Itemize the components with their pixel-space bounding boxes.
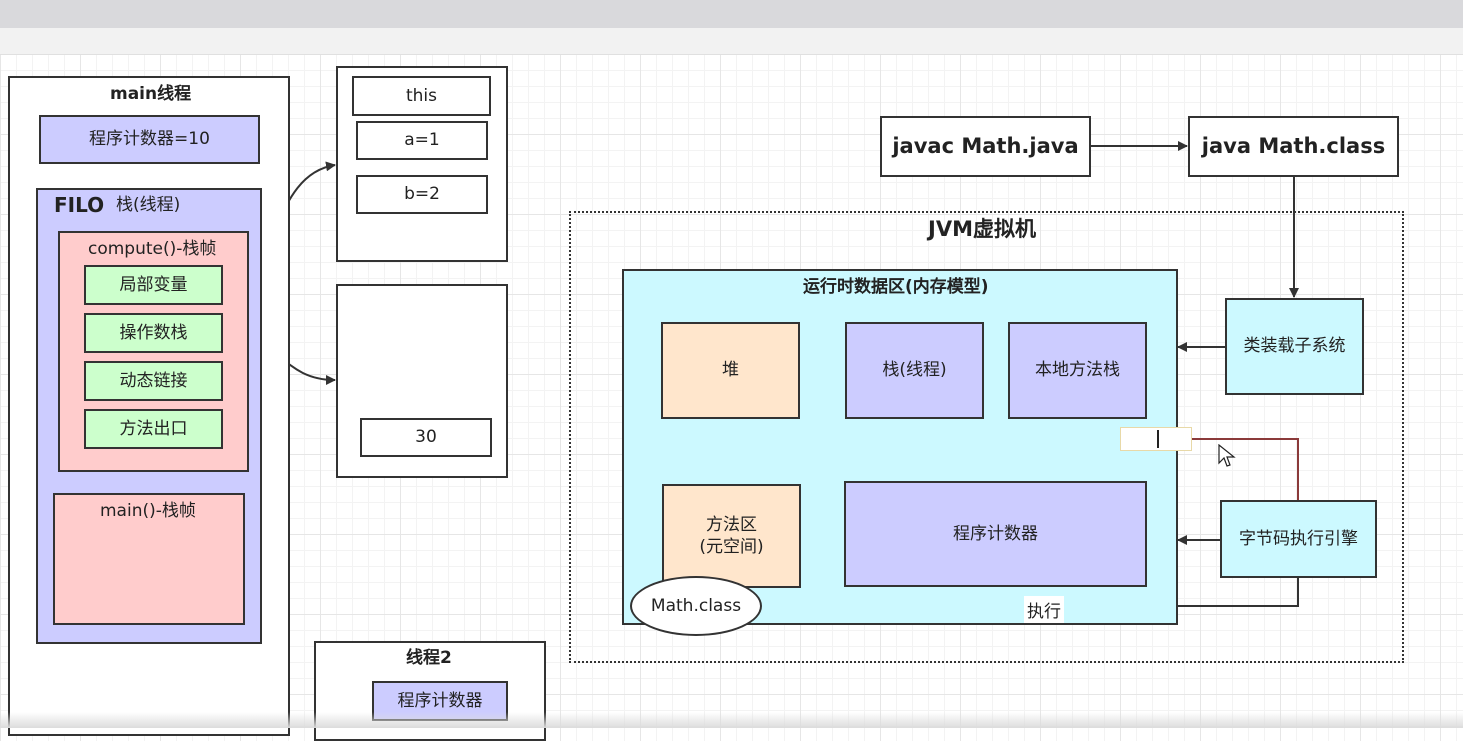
frame-item-locals[interactable]: 局部变量 (84, 265, 223, 305)
main-pc-box[interactable]: 程序计数器=10 (39, 115, 260, 164)
bottom-fade (0, 712, 1463, 728)
compute-frame-title: compute()-栈帧 (88, 239, 217, 259)
toolbar-strip (0, 28, 1463, 55)
thread2-title: 线程2 (406, 648, 452, 668)
local-var-a[interactable]: a=1 (356, 121, 488, 160)
java-run-box[interactable]: java Math.class (1188, 116, 1399, 177)
stack-label: 栈(线程) (116, 195, 181, 215)
method-area-box[interactable]: 方法区 (元空间) (662, 484, 801, 588)
local-var-b[interactable]: b=2 (356, 175, 488, 214)
jvm-stack-box[interactable]: 栈(线程) (845, 322, 984, 419)
connector-label-editor[interactable] (1120, 427, 1192, 451)
text-cursor (1157, 430, 1159, 448)
native-stack-box[interactable]: 本地方法栈 (1008, 322, 1147, 419)
window-top-bar (0, 0, 1463, 28)
jvm-container (569, 211, 1404, 663)
bytecode-engine-box[interactable]: 字节码执行引擎 (1220, 500, 1377, 578)
runtime-area-title: 运行时数据区(内存模型) (803, 277, 989, 297)
filo-label: FILO (54, 193, 105, 217)
operand-value[interactable]: 30 (360, 418, 492, 457)
execute-label: 执行 (1024, 596, 1064, 623)
local-var-this[interactable]: this (352, 76, 491, 116)
math-class-ellipse[interactable]: Math.class (630, 576, 762, 636)
javac-box[interactable]: javac Math.java (880, 116, 1091, 177)
mouse-pointer-icon (1218, 444, 1236, 467)
main-thread-title: main线程 (110, 84, 192, 104)
jvm-title: JVM虚拟机 (928, 217, 1036, 241)
jvm-pc-box[interactable]: 程序计数器 (844, 481, 1147, 587)
main-frame-title: main()-栈帧 (100, 501, 196, 521)
frame-item-operand-stack[interactable]: 操作数栈 (84, 313, 223, 353)
frame-item-return[interactable]: 方法出口 (84, 409, 223, 449)
class-loader-box[interactable]: 类装载子系统 (1225, 298, 1364, 395)
heap-box[interactable]: 堆 (661, 322, 800, 419)
main-frame-box (53, 493, 245, 625)
frame-item-dynamic-link[interactable]: 动态链接 (84, 361, 223, 401)
